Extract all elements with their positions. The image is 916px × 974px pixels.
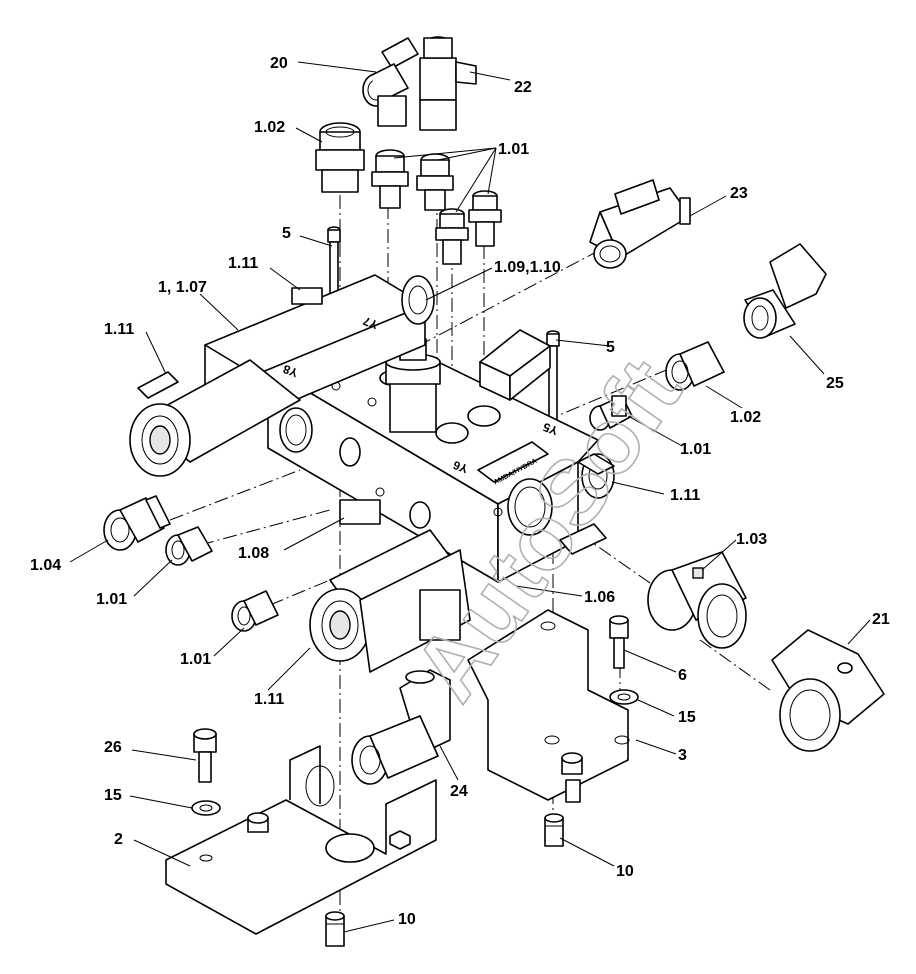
label-6: 6: [678, 667, 687, 684]
label-1-04: 1.04: [30, 557, 61, 574]
label-5-right: 5: [606, 339, 615, 356]
part-1-03-fitting: [647, 551, 747, 649]
label-20: 20: [270, 55, 288, 72]
label-1-09-1-10: 1.09,1.10: [494, 259, 561, 276]
solenoid-upper-left: [129, 274, 435, 477]
label-26: 26: [104, 739, 122, 756]
label-1-01-left: 1.01: [96, 591, 127, 608]
label-10-left: 10: [398, 911, 416, 928]
label-5-left: 5: [282, 225, 291, 242]
part-15-washer-right: [609, 689, 639, 705]
part-26-bolt: [193, 728, 217, 783]
stamp-y6: Y6: [451, 458, 470, 476]
part-labels: 20 22 1.02 1.01 23 5 1.11 1.09,1.10 1, 1…: [30, 55, 890, 928]
part-23-coil-connector: [589, 179, 691, 269]
label-25: 25: [826, 375, 844, 392]
part-10-nut-right: [544, 813, 564, 847]
label-1-1-07: 1, 1.07: [158, 279, 207, 296]
part-21-nut: [771, 629, 885, 752]
part-2-bracket: [165, 745, 437, 935]
label-2: 2: [114, 831, 123, 848]
part-1-01-right-fitting: [589, 395, 633, 431]
part-3-bracket: [467, 609, 630, 803]
part-10-nut-left: [325, 911, 345, 947]
part-24-elbow: [351, 669, 451, 785]
label-1-01-bottom: 1.01: [180, 651, 211, 668]
solenoid-bottom: [309, 499, 471, 673]
part-1-04-fitting: [103, 495, 171, 551]
part-1-02-top-fitting: [315, 122, 365, 193]
label-23: 23: [730, 185, 748, 202]
label-22: 22: [514, 79, 532, 96]
label-1-01-top: 1.01: [498, 141, 529, 158]
leader-lines: [69, 61, 871, 933]
label-3: 3: [678, 747, 687, 764]
part-1-02-right-fitting: [665, 341, 725, 391]
label-1-02-top: 1.02: [254, 119, 285, 136]
part-22-fitting: [419, 36, 477, 131]
part-5-bolt-left: [327, 226, 341, 331]
stamp-y5: Y5: [541, 420, 560, 438]
label-1-03: 1.03: [736, 531, 767, 548]
part-15-washer-left: [191, 800, 221, 816]
label-15-left: 15: [104, 787, 122, 804]
label-1-11-left: 1.11: [104, 321, 134, 338]
stamp-y8: Y8: [281, 362, 300, 380]
label-1-11-bottom: 1.11: [254, 691, 284, 708]
stamp-y7: Y7: [361, 314, 380, 332]
label-1-11-right: 1.11: [670, 487, 700, 504]
label-15-right: 15: [678, 709, 696, 726]
label-1-02-right: 1.02: [730, 409, 761, 426]
part-1-01-cluster: [371, 149, 502, 265]
label-1-08: 1.08: [238, 545, 269, 562]
label-24: 24: [450, 783, 468, 800]
part-6-bolt: [609, 615, 629, 669]
label-21: 21: [872, 611, 890, 628]
part-1-01-bottom-fitting: [231, 590, 279, 632]
part-20-fitting: [362, 37, 419, 127]
part-25-elbow-fitting: [743, 243, 827, 339]
label-1-06: 1.06: [584, 589, 615, 606]
label-1-11-top: 1.11: [228, 255, 258, 272]
solenoid-right: [479, 329, 615, 555]
part-1-01-left-fitting: [165, 526, 213, 566]
label-10-right: 10: [616, 863, 634, 880]
label-1-01-right: 1.01: [680, 441, 711, 458]
